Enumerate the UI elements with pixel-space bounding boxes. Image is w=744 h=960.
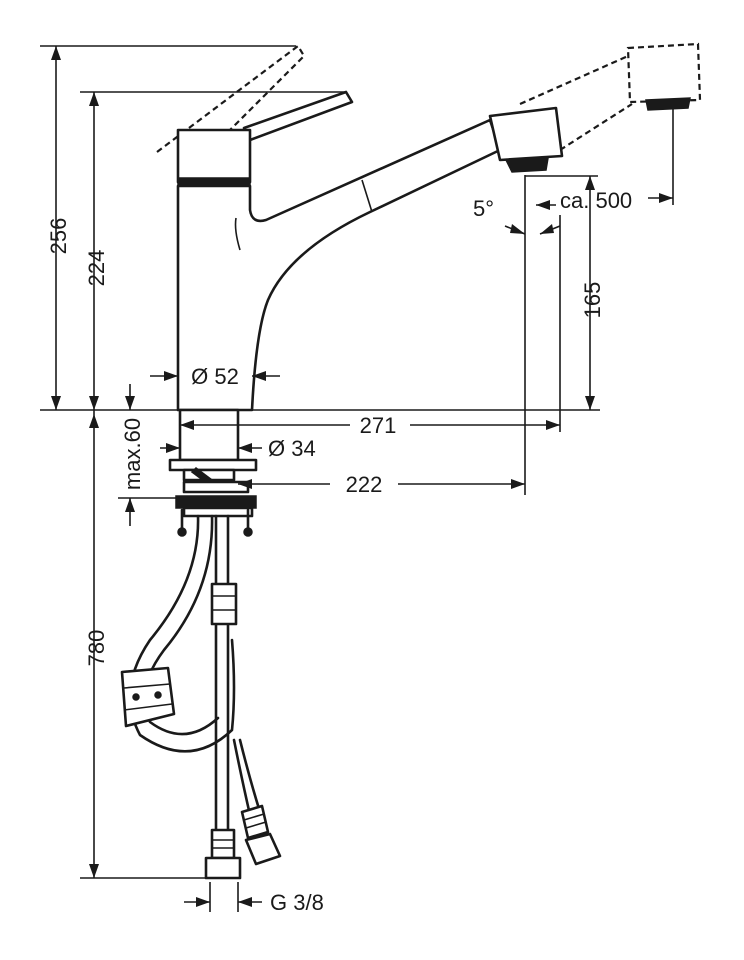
dim-spout-height: 224	[84, 250, 109, 287]
dim-hose-length: 780	[84, 630, 109, 667]
dim-total-height: 256	[46, 218, 71, 255]
dim-deck-thickness: max.60	[120, 418, 145, 490]
mounting-assembly	[168, 408, 258, 537]
supply-hoses	[120, 514, 282, 880]
dim-mounting-reach: 222	[346, 472, 383, 497]
dim-pullout-length: ca. 500	[560, 188, 632, 213]
dim-swivel-angle: 5°	[473, 196, 494, 221]
dim-base-diameter: Ø 52	[191, 364, 239, 389]
dim-connection-thread: G 3/8	[270, 890, 324, 915]
handle-cap	[176, 128, 252, 184]
faucet-body	[176, 90, 564, 412]
extended-spray-head	[519, 42, 702, 151]
dimension-arrows	[51, 46, 673, 907]
dimension-labels: 256 224 780 max.60 165 Ø 52 271 Ø 34 222…	[46, 188, 632, 915]
lever-handle	[242, 90, 354, 142]
hose-weight	[120, 666, 176, 728]
dim-spout-reach: 271	[360, 413, 397, 438]
dim-shank-diameter: Ø 34	[268, 436, 316, 461]
column-and-spout	[176, 118, 502, 412]
dim-aerator-height: 165	[580, 282, 605, 319]
alternate-lever-position	[156, 44, 306, 183]
spray-head	[488, 106, 564, 162]
